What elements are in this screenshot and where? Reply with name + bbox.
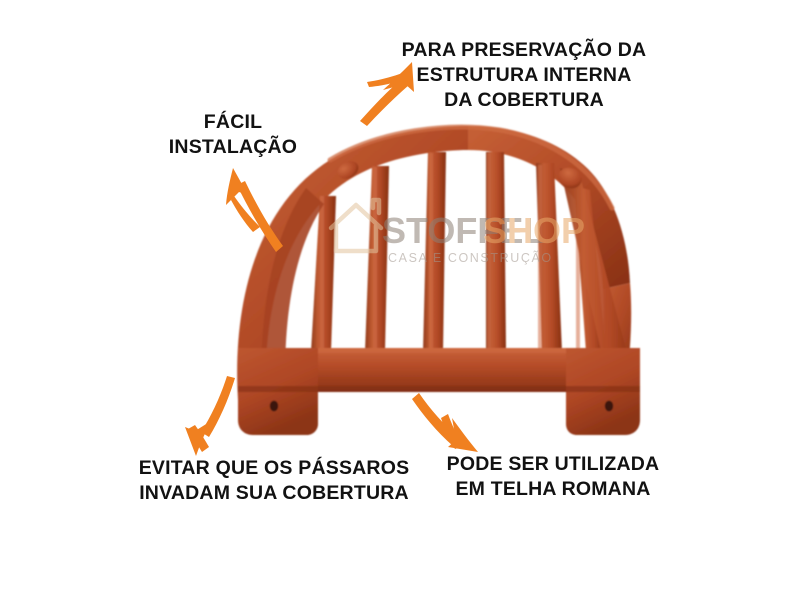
- callout-preservacao: PARA PRESERVAÇÃO DA ESTRUTURA INTERNA DA…: [401, 39, 647, 111]
- watermark-tagline: CASA E CONSTRUÇÃO: [388, 251, 553, 265]
- product-left-inner-strut: [261, 188, 324, 400]
- screw-hole-right: [604, 400, 614, 412]
- product-rail-highlight: [238, 348, 640, 353]
- product-right-arch: [468, 126, 630, 289]
- watermark-brand-part2: SHOP: [483, 210, 585, 251]
- arrow-to-instalacao-icon: [226, 168, 283, 252]
- screw-hole-left: [269, 400, 279, 412]
- product-arch-highlight: [327, 124, 615, 211]
- product-left-knob: [337, 161, 359, 179]
- product-rail-shadow: [238, 386, 640, 392]
- product-right-knob: [558, 167, 582, 189]
- house-icon: [328, 197, 384, 254]
- callout-passaros: EVITAR QUE OS PÁSSAROS INVADAM SUA COBER…: [138, 457, 410, 504]
- product-right-strut: [560, 168, 638, 400]
- product-bar-3: [423, 152, 446, 352]
- product-left-arch: [237, 126, 468, 400]
- callout-romana: PODE SER UTILIZADA EM TELHA ROMANA: [446, 453, 660, 500]
- product-bar-5: [536, 163, 562, 352]
- arrow-to-romana-icon: [412, 393, 478, 452]
- callout-instalacao: FÁCIL INSTALAÇÃO: [168, 111, 298, 158]
- watermark-brand-part1: STOFFEL: [382, 210, 545, 251]
- product-bar-highlights: [320, 153, 580, 350]
- product-bottom-rail: [238, 348, 640, 392]
- arrow-to-preservacao-icon: [360, 62, 414, 126]
- arrow-to-passaros-icon: [185, 376, 235, 456]
